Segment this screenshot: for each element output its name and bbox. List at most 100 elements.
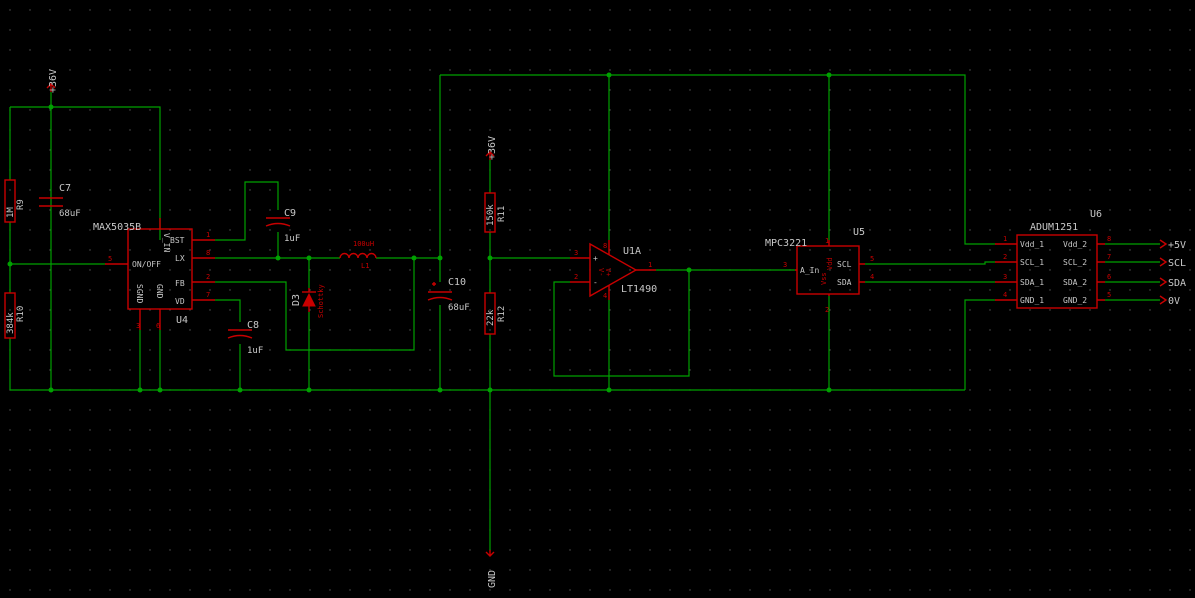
power-36v-mid: +36V [485,136,498,160]
svg-text:+36V: +36V [48,69,59,93]
svg-text:C8: C8 [247,320,259,331]
opamp-u1a[interactable]: + - V+ V- U1A LT1490 3 2 1 8 4 [570,240,657,300]
net-label-0v: 0V [1159,295,1180,307]
svg-text:1: 1 [206,231,210,239]
svg-text:U1A: U1A [623,246,641,257]
svg-text:1: 1 [648,261,652,269]
svg-text:3: 3 [574,249,578,257]
svg-text:U4: U4 [176,315,188,326]
svg-text:GND: GND [155,284,164,299]
svg-text:C7: C7 [59,183,71,194]
svg-text:-: - [593,278,598,287]
svg-text:SCL_1: SCL_1 [1020,258,1044,267]
svg-text:100uH: 100uH [353,240,374,248]
svg-text:2: 2 [206,273,210,281]
svg-text:L1: L1 [361,262,369,270]
svg-text:R11: R11 [497,206,507,222]
svg-text:3: 3 [1003,273,1007,281]
svg-text:5: 5 [1107,291,1111,299]
svg-text:R10: R10 [16,306,26,322]
resistor-r9[interactable]: 1M R9 [4,179,26,223]
svg-text:GND_1: GND_1 [1020,296,1044,305]
svg-text:384k: 384k [6,312,16,334]
svg-text:BST: BST [170,236,185,245]
svg-text:U6: U6 [1090,209,1102,220]
resistor-r12[interactable]: 22k R12 [484,292,507,335]
svg-text:1: 1 [825,237,829,245]
svg-text:ADUM1251: ADUM1251 [1030,222,1078,233]
svg-text:68uF: 68uF [448,303,470,313]
net-label-sda: SDA [1159,277,1186,289]
svg-text:R9: R9 [16,199,26,210]
svg-text:2: 2 [825,306,829,314]
svg-text:MPC3221: MPC3221 [765,238,807,249]
svg-text:SGND: SGND [135,284,144,303]
svg-text:ON/OFF: ON/OFF [132,260,161,269]
power-gnd: GND [485,550,498,588]
svg-text:4: 4 [1003,291,1007,299]
svg-text:5: 5 [108,255,112,263]
svg-text:SCL_2: SCL_2 [1063,258,1087,267]
svg-text:A_In: A_In [800,266,819,275]
svg-text:+: + [593,254,598,263]
svg-text:SCL: SCL [837,260,852,269]
ic-u6[interactable]: ADUM1251 U6 Vdd_1 SCL_1 SDA_1 GND_1 Vdd_… [995,209,1111,309]
capacitor-c8[interactable]: C8 1uF [227,320,263,356]
svg-text:SDA_2: SDA_2 [1063,278,1087,287]
svg-text:SDA: SDA [837,278,852,287]
resistor-r11[interactable]: 150k R11 [484,192,507,233]
net-label-scl: SCL [1159,257,1186,269]
svg-text:V_IN: V_IN [162,233,171,252]
svg-text:+5V: +5V [1168,240,1186,251]
net-label-5v: +5V [1159,239,1186,251]
junctions [7,72,832,393]
svg-text:7: 7 [206,291,210,299]
svg-text:FB: FB [175,279,185,288]
svg-text:SDA_1: SDA_1 [1020,278,1044,287]
svg-text:1M: 1M [6,207,16,218]
inductor-l1[interactable]: 100uH L1 [339,240,377,270]
svg-text:4: 4 [603,292,607,300]
svg-text:C9: C9 [284,208,296,219]
svg-text:U5: U5 [853,227,865,238]
svg-text:1uF: 1uF [284,234,300,244]
svg-text:D3: D3 [291,294,302,306]
svg-text:Vdd_1: Vdd_1 [1020,240,1044,249]
svg-text:4: 4 [870,273,874,281]
svg-text:6: 6 [156,322,160,330]
diode-d3[interactable]: D3 Schottky [291,284,325,318]
svg-text:3: 3 [136,322,140,330]
power-36v-left: +36V [46,69,59,93]
resistor-r10[interactable]: 384k R10 [4,292,26,339]
svg-text:Vss: Vss [820,272,828,285]
svg-text:7: 7 [1107,253,1111,261]
ic-u4[interactable]: MAX5035B U4 BST LX ON/OFF FB VD V_IN SGN… [93,218,215,330]
svg-text:8: 8 [1107,235,1111,243]
svg-text:SCL: SCL [1168,258,1186,269]
svg-text:2: 2 [574,273,578,281]
svg-text:C10: C10 [448,277,466,288]
svg-text:8: 8 [603,242,607,250]
svg-text:Schottky: Schottky [317,284,325,318]
ic-u5[interactable]: MPC3221 U5 A_In SCL SDA Vss Vdd 3 5 4 1 … [765,227,874,314]
capacitor-c7[interactable]: C7 68uF [39,183,81,219]
svg-text:6: 6 [1107,273,1111,281]
svg-text:3: 3 [783,261,787,269]
svg-text:+36V: +36V [487,136,498,160]
svg-text:1: 1 [1003,235,1007,243]
capacitor-c10[interactable]: C10 68uF [427,277,470,313]
svg-text:1uF: 1uF [247,346,263,356]
svg-text:8: 8 [206,249,210,257]
svg-text:LX: LX [175,254,185,263]
svg-text:GND_2: GND_2 [1063,296,1087,305]
svg-text:Vdd_2: Vdd_2 [1063,240,1087,249]
capacitor-c9[interactable]: C9 1uF [265,208,300,244]
wires [9,74,1160,550]
svg-text:LT1490: LT1490 [621,284,657,295]
svg-text:Vdd: Vdd [826,257,834,270]
svg-text:VD: VD [175,297,185,306]
svg-text:V+: V+ [604,268,612,276]
